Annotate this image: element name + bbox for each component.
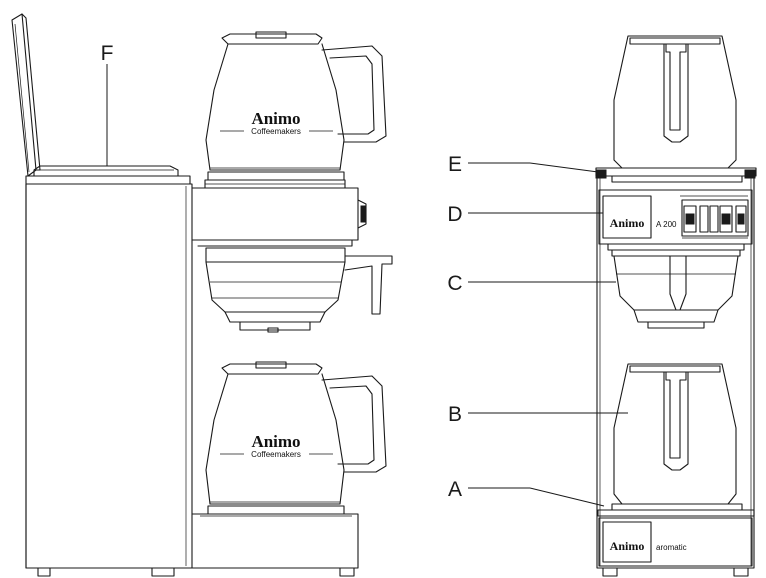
switch-1[interactable] [683,205,697,233]
switch-4[interactable] [719,205,733,233]
leader-A-diag [529,487,605,507]
upper-carafe: Animo Coffeemakers [205,31,387,181]
carafe-subtitle-upper: Coffeemakers [251,127,301,136]
switch-2[interactable] [699,205,709,233]
reservoir-top [25,165,191,185]
open-lid [11,13,41,177]
side-body [25,183,193,577]
front-panel-brand: Animo [610,216,645,230]
top-warmer-plate [595,167,757,183]
callout-B: B [448,403,462,426]
callout-E: E [448,153,462,176]
callouts: F E D C B A [101,42,628,507]
callout-C: C [447,272,462,295]
front-top-carafe [613,35,737,169]
side-view: Animo Coffeemakers Animo Coffeemakers [11,13,393,577]
callout-F: F [101,42,114,65]
lower-warmer-base [191,513,359,577]
carafe-brand-upper: Animo [251,109,300,128]
base-panel-brand: Animo [610,539,645,553]
filter-funnel [205,247,393,333]
front-filter-funnel [607,243,745,329]
brew-head [191,179,367,247]
carafe-subtitle-lower: Coffeemakers [251,450,301,459]
carafe-brand-lower: Animo [251,432,300,451]
bottom-warmer-plate [597,503,755,517]
base-panel: Animo aromatic [598,517,753,567]
base-panel-label: aromatic [656,543,687,552]
lower-carafe: Animo Coffeemakers [205,361,387,515]
switch-5[interactable] [735,205,747,233]
switch-3[interactable] [709,205,719,233]
front-view: Animo A 200 [595,35,757,577]
leader-E-diag [529,162,599,173]
front-panel-model: A 200 [656,220,677,229]
control-panel: Animo A 200 [598,189,753,245]
callout-D: D [447,203,462,226]
callout-A: A [448,478,462,501]
front-bottom-carafe [613,363,737,505]
